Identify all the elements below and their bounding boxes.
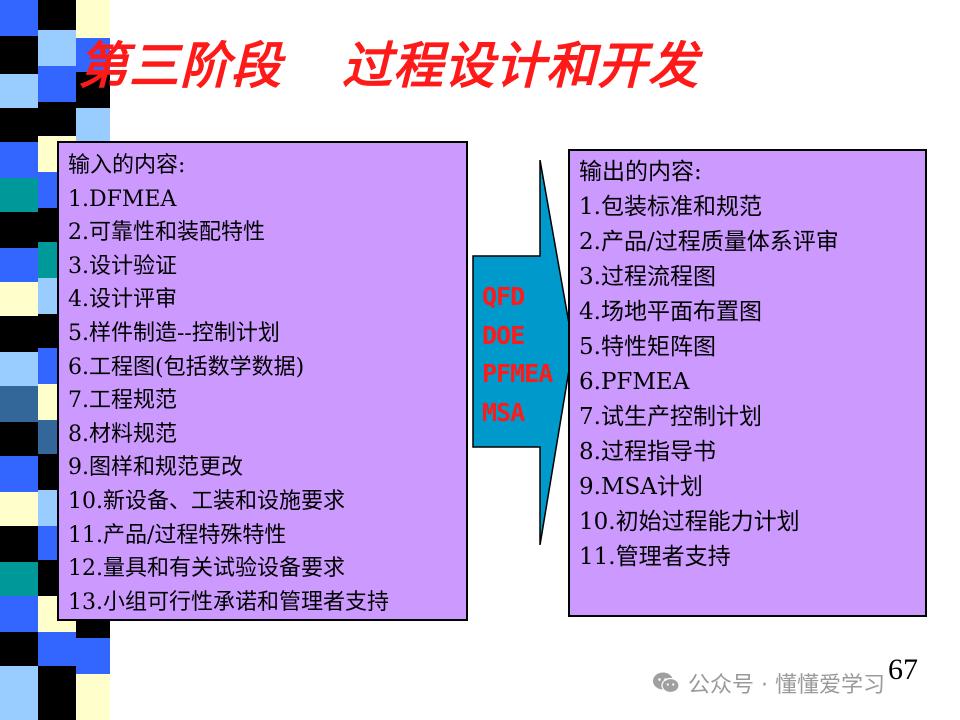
- input-item: 1.DFMEA: [68, 186, 177, 212]
- page-number: 67: [888, 653, 918, 686]
- input-item: 3.设计验证: [68, 253, 177, 279]
- tool-label: MSA: [482, 397, 525, 427]
- watermark-text: 公众号 · 懂懂爱学习: [688, 673, 885, 698]
- input-item: 2.可靠性和装配特性: [68, 220, 265, 246]
- input-item: 5.样件制造--控制计划: [68, 320, 280, 346]
- watermark: 公众号 · 懂懂爱学习: [652, 668, 885, 698]
- output-item: 2.产品/过程质量体系评审: [579, 229, 839, 255]
- output-item: 10.初始过程能力计划: [579, 509, 800, 535]
- inputs-box: 输入的内容: 1.DFMEA 2.可靠性和装配特性 3.设计验证 4.设计评审 …: [57, 141, 468, 621]
- slide-title-stage: 第三阶段: [78, 37, 282, 95]
- output-item: 11.管理者支持: [579, 544, 731, 570]
- tool-label: QFD: [482, 282, 525, 311]
- output-item: 4.场地平面布置图: [579, 299, 762, 325]
- input-item: 9.图样和规范更改: [68, 455, 243, 481]
- outputs-heading: 输出的内容:: [579, 159, 702, 185]
- tool-label: DOE: [482, 320, 525, 350]
- input-item: 12.量具和有关试验设备要求: [68, 556, 345, 582]
- inputs-heading: 输入的内容:: [68, 153, 186, 178]
- outputs-box: 输出的内容: 1.包装标准和规范 2.产品/过程质量体系评审 3.过程流程图 4…: [568, 149, 927, 617]
- input-item: 13.小组可行性承诺和管理者支持: [68, 589, 389, 615]
- output-item: 6.PFMEA: [579, 369, 690, 395]
- input-item: 6.工程图(包括数学数据): [68, 354, 305, 380]
- slide-title: 第三阶段 过程设计和开发: [78, 28, 699, 104]
- input-item: 8.材料规范: [68, 421, 177, 447]
- input-item: 7.工程规范: [68, 388, 177, 414]
- tools-list: QFD DOE PFMEA MSA: [482, 278, 553, 432]
- tool-label: PFMEA: [482, 359, 553, 388]
- output-item: 1.包装标准和规范: [579, 194, 762, 220]
- output-item: 5.特性矩阵图: [579, 334, 716, 360]
- wechat-icon: [653, 672, 680, 694]
- output-item: 9.MSA计划: [579, 474, 703, 500]
- input-item: 10.新设备、工装和设施要求: [68, 488, 345, 514]
- output-item: 8.过程指导书: [579, 439, 716, 465]
- output-item: 3.过程流程图: [579, 264, 716, 290]
- slide-title-topic: 过程设计和开发: [342, 37, 699, 95]
- process-arrow: [472, 160, 574, 545]
- input-item: 11.产品/过程特殊特性: [68, 522, 287, 548]
- output-item: 7.试生产控制计划: [579, 404, 762, 430]
- input-item: 4.设计评审: [68, 287, 177, 313]
